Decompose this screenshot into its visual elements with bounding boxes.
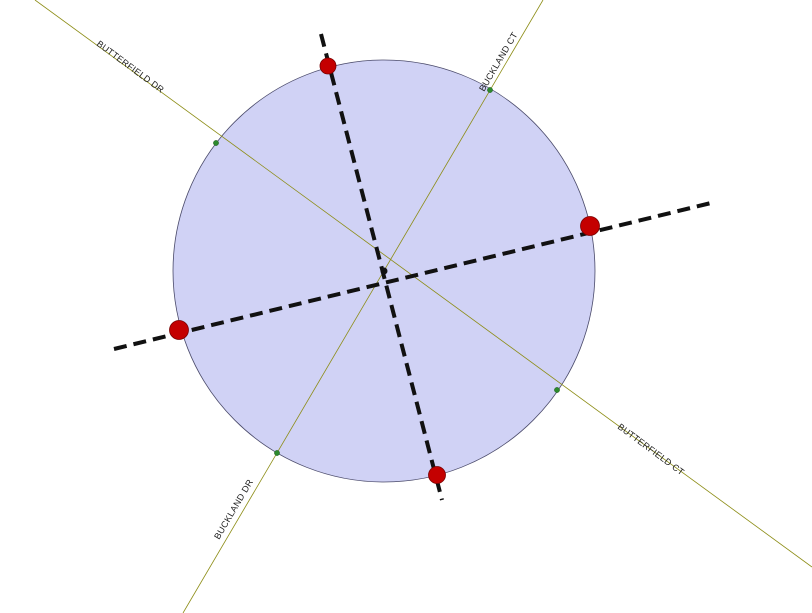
street-node [274, 450, 280, 456]
street-node [487, 87, 493, 93]
axis-endpoint-marker-right[interactable] [580, 216, 600, 236]
axis-endpoint-marker-left[interactable] [169, 320, 189, 340]
street-node [213, 140, 219, 146]
axis-line-horizontal[interactable] [113, 201, 712, 351]
center-marker[interactable] [380, 267, 388, 275]
axis-line-vertical[interactable] [319, 33, 444, 501]
street-line-butterfield[interactable] [34, 0, 812, 568]
axis-endpoint-marker-bottom[interactable] [428, 466, 446, 484]
street-node [554, 387, 560, 393]
axis-endpoint-marker-top[interactable] [319, 57, 337, 75]
street-line-buckland[interactable] [182, 0, 544, 613]
